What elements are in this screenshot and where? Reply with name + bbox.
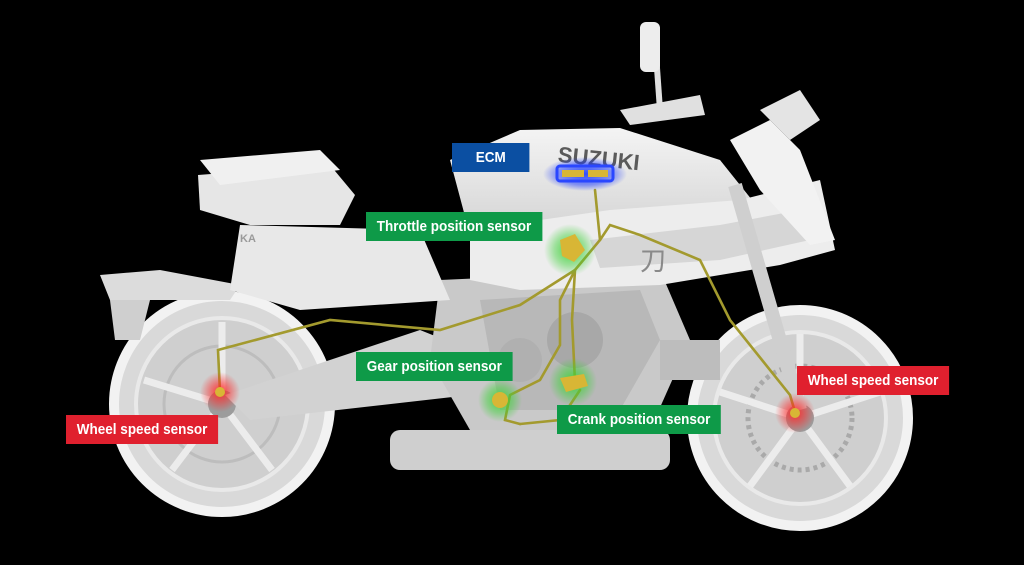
tail-section: KA — [100, 150, 450, 340]
tank-emblem: 刀 — [640, 247, 666, 277]
rear-wheel-speed-sensor-label: Wheel speed sensor — [66, 415, 219, 444]
ecm-box-icon — [543, 157, 627, 191]
crank-sensor-icon — [549, 358, 597, 406]
front-wheel-speed-sensor-label: Wheel speed sensor — [797, 366, 950, 395]
throttle-sensor-icon — [544, 224, 596, 276]
front-wheel — [687, 305, 913, 531]
frame-and-engine — [225, 270, 720, 470]
crank-position-sensor-label: Crank position sensor — [557, 405, 722, 434]
gear-position-sensor-label: Gear position sensor — [356, 352, 513, 381]
throttle-position-sensor-label: Throttle position sensor — [366, 212, 543, 241]
wheel-speed-sensor-icon — [775, 393, 815, 433]
side-mark: KA — [240, 233, 256, 245]
front-end — [620, 22, 835, 412]
ecm-label: ECM — [452, 143, 530, 172]
wheel-speed-sensor-icon — [200, 372, 240, 412]
gear-sensor-icon — [478, 378, 522, 422]
